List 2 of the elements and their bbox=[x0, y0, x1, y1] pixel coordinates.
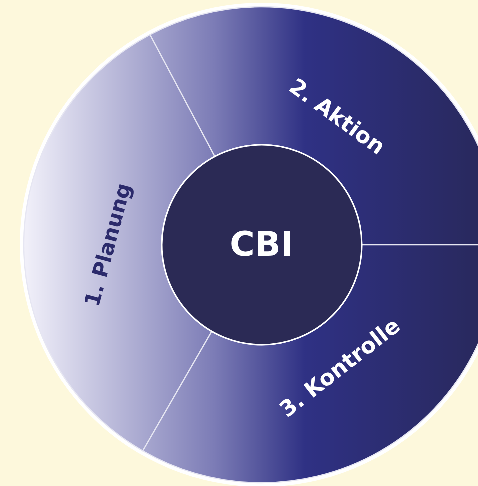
ring-segment bbox=[24, 34, 216, 452]
center-label: CBI bbox=[230, 225, 294, 265]
